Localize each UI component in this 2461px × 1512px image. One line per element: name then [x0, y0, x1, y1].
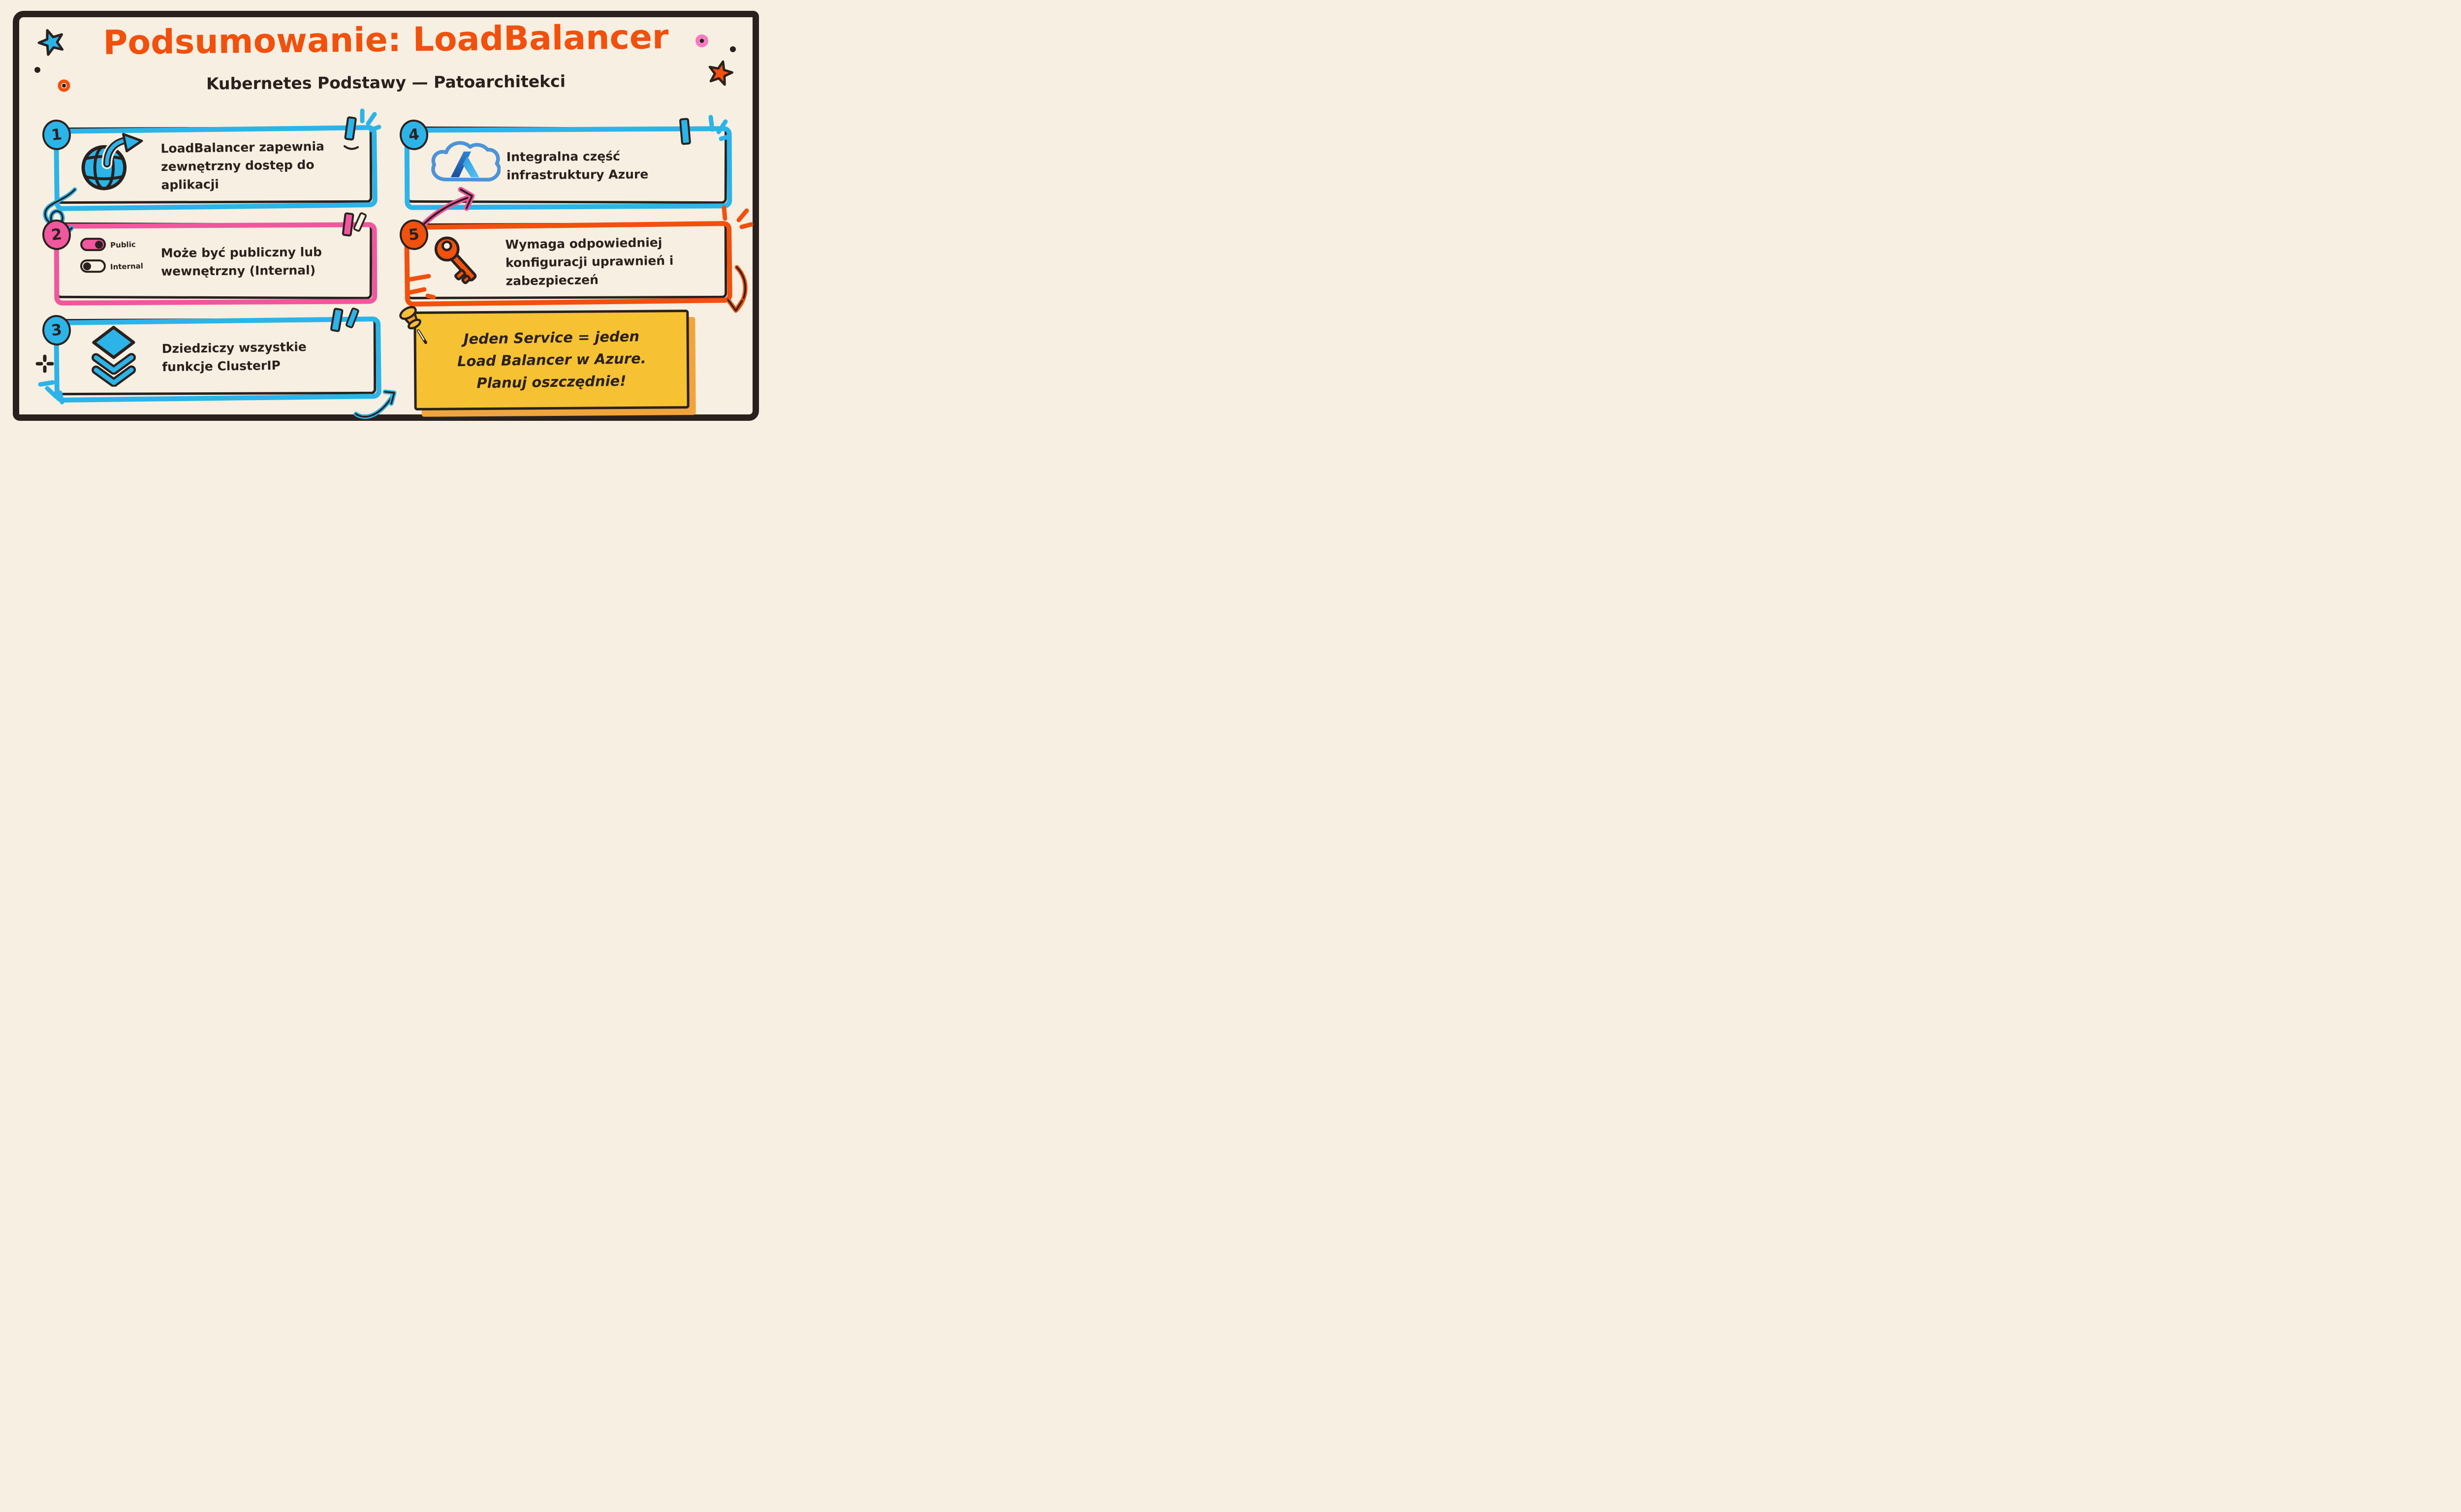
internal-toggle: [80, 259, 106, 273]
infographic-canvas: Podsumowanie: LoadBalancer Kubernetes Po…: [0, 0, 772, 431]
page-title: Podsumowanie: LoadBalancer: [103, 17, 669, 63]
pushpin-icon: [399, 306, 427, 344]
key-icon: [434, 236, 477, 284]
internal-toggle-label: Internal: [110, 261, 144, 271]
globe-external-access-icon: [81, 133, 143, 190]
card-2-text: Może być publiczny lub wewnętrzny (Inter…: [160, 245, 322, 279]
card-azure-infrastructure: Integralna część infrastruktury Azure: [406, 126, 727, 204]
page-subtitle: Kubernetes Podstawy — Patoarchitekci: [206, 71, 566, 94]
note-line: Planuj oszczędnie!: [476, 372, 627, 392]
layers-icon: [92, 325, 136, 387]
card-5-text: Wymaga odpowiedniej konfiguracji uprawni…: [505, 235, 674, 288]
note-line: Load Balancer w Azure.: [457, 349, 646, 370]
toggle-knob: [83, 262, 91, 270]
black-plus-sparkle: [35, 354, 54, 373]
public-toggle-label: Public: [110, 240, 136, 250]
note-line: Jeden Service = jeden: [463, 328, 640, 347]
card-1-text: LoadBalancer zapewnia zewnętrzny dostęp …: [160, 139, 325, 192]
card-permissions-security: Wymaga odpowiedniej konfiguracji uprawni…: [406, 222, 727, 300]
card-clusterip-functions: Dziedziczy wszystkie funkcje ClusterIP: [56, 317, 377, 396]
black-dot: [34, 67, 40, 73]
card-public-internal: Public Internal Może być publiczny lub w…: [56, 222, 373, 300]
public-toggle-row: Public: [80, 238, 143, 252]
internal-toggle-row: Internal: [80, 259, 143, 273]
card-3-text: Dziedziczy wszystkie funkcje ClusterIP: [161, 340, 307, 375]
public-toggle: [80, 238, 106, 252]
toggle-knob: [95, 240, 103, 249]
public-internal-toggles-icon: Public Internal: [80, 238, 143, 273]
summary-note: Jeden Service = jeden Load Balancer w Az…: [413, 310, 690, 410]
card-4-text: Integralna część infrastruktury Azure: [506, 149, 649, 183]
card-loadbalancer-access: LoadBalancer zapewnia zewnętrzny dostęp …: [56, 126, 373, 204]
azure-cloud-icon: [431, 141, 501, 182]
